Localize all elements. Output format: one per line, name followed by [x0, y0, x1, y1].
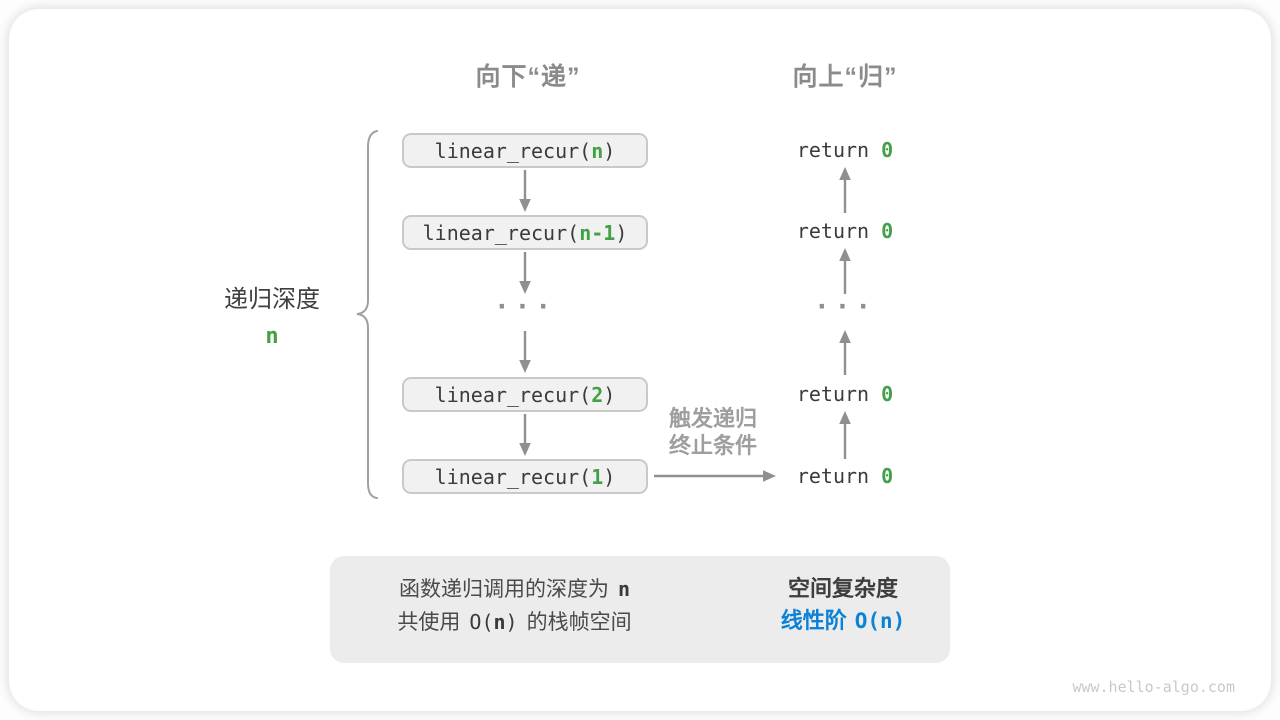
space-complexity-title: 空间复杂度	[787, 576, 898, 601]
summary-depth-value: n	[617, 577, 631, 601]
call-code: )	[615, 220, 628, 245]
space-complexity-result: 线性阶 O(n)	[735, 605, 951, 637]
summary-depth-text: 函数递归调用的深度为	[398, 578, 609, 601]
return-statement-4: return 0	[725, 462, 965, 490]
return-statement-1: return 0	[725, 136, 965, 164]
summary-bigO-arg: n	[493, 610, 506, 634]
call-stack-ellipsis: ···	[494, 292, 556, 322]
header-return-up: 向上“归”	[792, 63, 898, 91]
summary-depth-line: 函数递归调用的深度为 n	[342, 573, 687, 606]
call-arg: 1	[591, 464, 604, 489]
summary-space-pre: 共使用	[397, 611, 461, 634]
call-code: )	[603, 464, 616, 489]
recursion-depth-value: n	[265, 324, 279, 349]
call-arg: n-1	[579, 220, 616, 245]
return-code: return	[796, 219, 882, 243]
return-code: return	[796, 138, 882, 162]
call-box-linear-recur-n: linear_recur(n)	[402, 133, 648, 168]
call-box-linear-recur-n-1: linear_recur(n-1)	[402, 215, 648, 250]
recursion-depth-label: 递归深度 n	[172, 279, 372, 349]
call-code: linear_recur(	[422, 220, 580, 245]
return-value: 0	[881, 464, 894, 488]
call-box-linear-recur-1: linear_recur(1)	[402, 459, 648, 494]
return-value: 0	[881, 138, 894, 162]
complexity-order-value: O(n)	[854, 609, 906, 633]
header-recurse-down: 向下“递”	[475, 63, 581, 91]
termination-condition-label: 触发递归 终止条件	[633, 405, 793, 459]
call-code: linear_recur(	[434, 464, 592, 489]
summary-bigO-open: O(	[469, 610, 494, 634]
call-code: linear_recur(	[434, 138, 592, 163]
complexity-order-label: 线性阶	[780, 608, 847, 633]
termination-condition-line2: 终止条件	[668, 433, 757, 458]
recursion-depth-title: 递归深度	[224, 286, 320, 313]
summary-space-line: 共使用 O(n) 的栈帧空间	[342, 606, 687, 639]
summary-conclusion: 空间复杂度 线性阶 O(n)	[735, 573, 951, 637]
return-column-ellipsis: ···	[814, 292, 876, 322]
site-watermark: www.hello-algo.com	[1072, 678, 1235, 696]
call-code: )	[603, 138, 616, 163]
call-code: )	[603, 382, 616, 407]
return-code: return	[796, 464, 882, 488]
termination-condition-line1: 触发递归	[668, 406, 757, 431]
return-statement-3: return 0	[725, 380, 965, 408]
return-value: 0	[881, 382, 894, 406]
return-statement-2: return 0	[725, 217, 965, 245]
return-value: 0	[881, 219, 894, 243]
call-code: linear_recur(	[434, 382, 592, 407]
call-arg: n	[591, 138, 604, 163]
summary-space-post: 的栈帧空间	[526, 611, 632, 634]
call-box-linear-recur-2: linear_recur(2)	[402, 377, 648, 412]
call-arg: 2	[591, 382, 604, 407]
summary-bigO-close: )	[505, 610, 518, 634]
return-code: return	[796, 382, 882, 406]
